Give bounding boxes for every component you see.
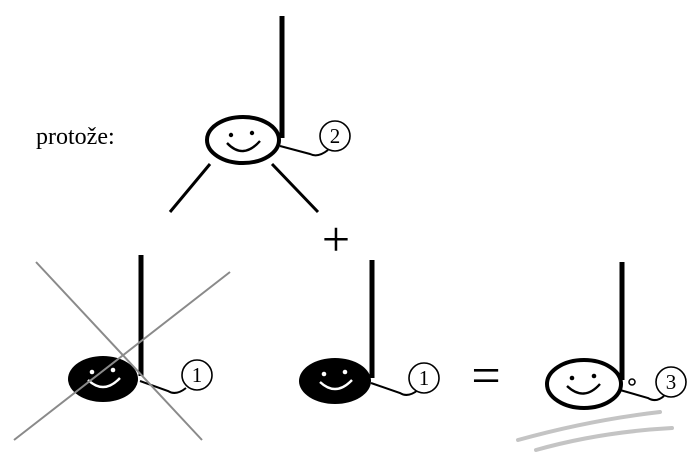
crossed-quarter-note-arm [139,380,187,394]
equals-sign: = [471,348,500,405]
intro-text: protože: [36,124,115,150]
crossed-quarter-note-figure: 1 [13,255,231,441]
dotted-half-note-figure: 3 [545,262,687,410]
dotted-half-note-head [545,358,623,410]
dotted-half-note-face [566,373,601,395]
dotted-half-note-arm [619,389,665,402]
half-note-head [205,115,281,165]
underline-scribble [516,410,674,452]
crossed-quarter-note-beat-circle [181,359,213,391]
half-note-left-leg [168,163,212,213]
cross-out-stroke-1 [35,261,203,441]
dotted-half-note-beat-circle [655,366,687,398]
half-note-beat-label: 2 [330,124,341,148]
plus-sign: + [322,211,350,267]
quarter-note-beat-circle [408,362,440,394]
quarter-note-face [319,369,353,391]
half-note-figure: 2 [168,16,351,214]
crossed-quarter-note-face [87,367,121,389]
half-note-right-leg [270,162,320,214]
augmentation-dot [628,378,636,386]
half-note-arm [279,145,329,157]
half-note-face [226,130,261,153]
quarter-note-figure: 1 [299,260,440,404]
quarter-note-head [299,358,371,404]
half-note-beat-circle [319,120,351,152]
cross-out-stroke-2 [13,271,231,441]
quarter-note-beat-label: 1 [419,366,430,390]
dotted-half-note-beat-label: 3 [666,370,677,394]
crossed-quarter-note-head [68,356,138,402]
crossed-quarter-note-beat-label: 1 [192,363,203,387]
